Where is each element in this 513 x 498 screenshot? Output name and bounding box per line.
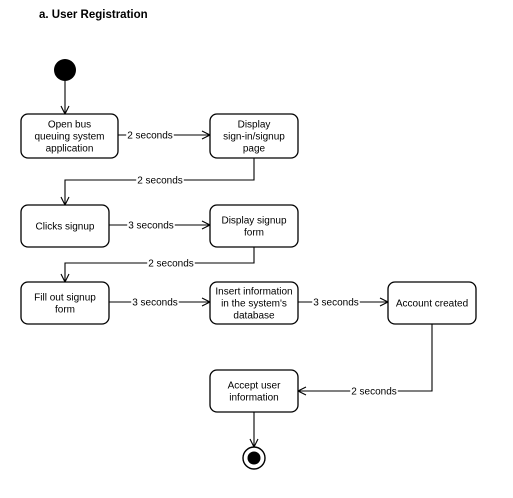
activity-label-line: information [229,393,278,404]
activity-label-line: Fill out signup [34,293,96,304]
activity-label-line: form [244,228,264,239]
activity-account-created: Account created [387,281,477,325]
flow-arrow [298,324,433,391]
activity-label-line: in the system's [221,299,287,310]
edge-duration-label: 2 seconds [148,259,194,270]
edge-label-background [147,258,195,270]
activity-label-line: page [243,144,266,155]
activity-label-line: Accept user [228,381,281,392]
end-node [242,446,266,470]
activity-box [209,204,299,248]
flow-edge-clicks-signup-to-display-signup-form: 3 seconds [109,220,210,232]
edge-duration-label: 2 seconds [127,131,173,142]
activity-label-line: Clicks signup [36,222,95,233]
activity-clicks-signup: Clicks signup [20,204,110,248]
edge-label-background [126,130,174,142]
edge-duration-label: 2 seconds [351,387,397,398]
edge-label-background [136,175,184,187]
edge-label-background [312,297,360,309]
activity-box [20,113,119,159]
diagram-title: a. User Registration [39,9,148,21]
activity-label-line: Display [238,120,271,131]
flow-edge-display-signup-form-to-fill-signup-form: 2 seconds [65,247,255,282]
flow-edge-fill-signup-form-to-insert-info: 3 seconds [109,297,210,309]
edge-duration-label: 3 seconds [313,298,359,309]
activity-label-line: Insert information [215,287,292,298]
flow-edge-account-created-to-accept-user-info: 2 seconds [298,324,433,398]
flow-edge-display-signin-to-clicks-signup: 2 seconds [65,158,255,205]
activity-label-line: database [233,311,275,322]
edge-label-background [350,386,398,398]
activity-label-line: Display signup [221,216,286,227]
flow-edge-insert-info-to-account-created: 3 seconds [298,297,388,309]
activity-box [209,113,299,159]
activity-label-line: form [55,305,75,316]
activity-box [20,204,110,248]
activity-box [209,281,299,325]
edge-duration-label: 2 seconds [137,176,183,187]
edge-duration-label: 3 seconds [132,298,178,309]
edge-label-background [131,297,179,309]
edge-duration-label: 3 seconds [128,221,174,232]
flow-edge-open-app-to-display-signin: 2 seconds [118,130,210,142]
activity-label-line: Account created [396,299,468,310]
activity-box [209,369,299,413]
activity-label-line: sign-in/signup [223,132,285,143]
edge-label-background [127,220,175,232]
activity-box [20,281,110,325]
start-node [54,59,76,81]
activity-label-line: queuing system [34,132,104,143]
activity-label-line: Open bus [48,120,91,131]
activity-box [387,281,477,325]
activity-label-line: application [46,144,94,155]
